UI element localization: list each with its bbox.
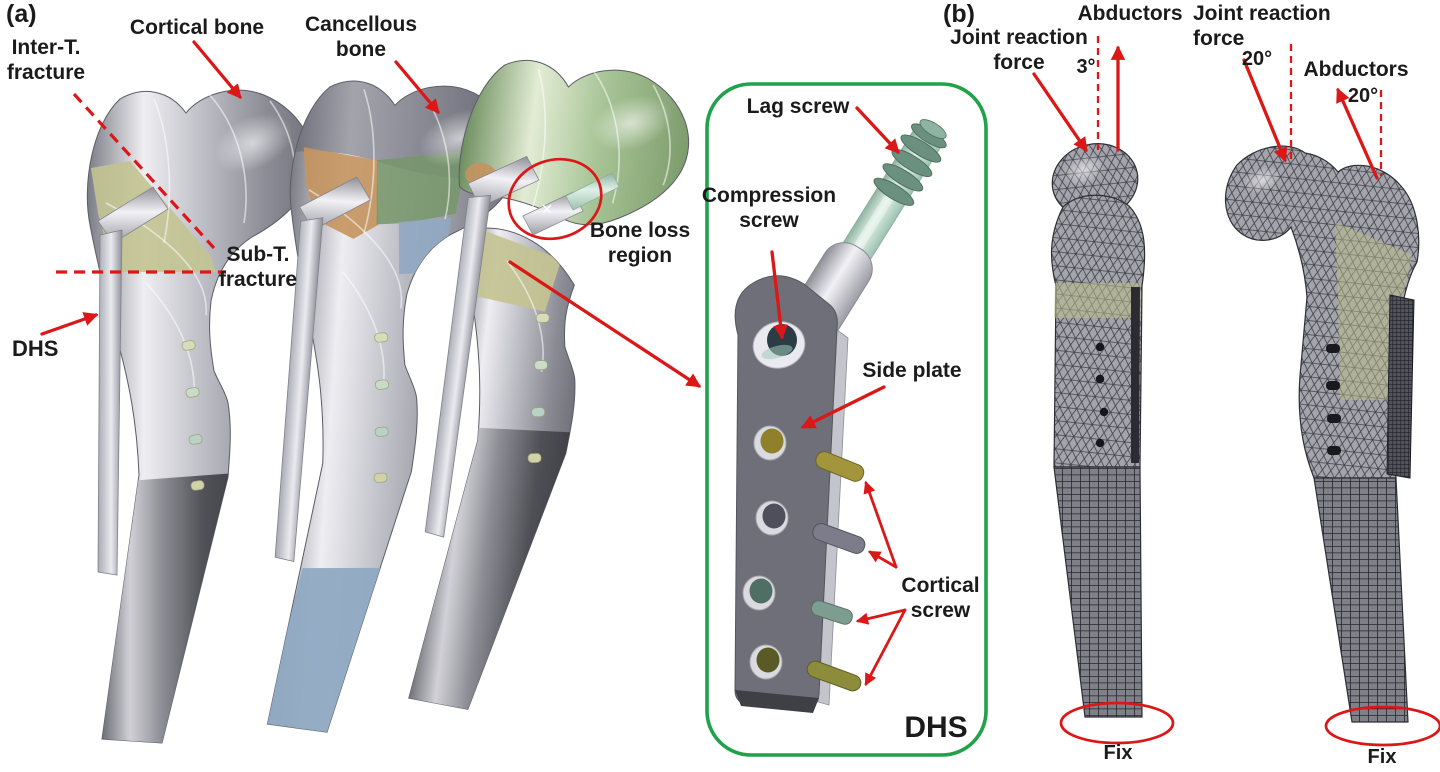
dhs-arrow: [40, 312, 99, 336]
dhs-detail-leader-arrow: [508, 260, 702, 388]
fix-region-ellipse-right: [1324, 705, 1440, 747]
label-compression-screw: Compression screw: [701, 184, 837, 232]
label-bone-loss-region: Bone loss region: [589, 219, 691, 267]
fe-model-full-femur: [1225, 145, 1420, 723]
bone-loss-circle: [507, 157, 603, 241]
label-fix-left: Fix: [1103, 742, 1133, 764]
joint-reaction-force-arrow-left: [1032, 72, 1088, 153]
label-side-plate: Side plate: [862, 359, 962, 382]
dhs-plate-mesh: [1386, 294, 1415, 479]
cortical-screws-drawing: [806, 451, 866, 692]
screw-holes: [1095, 342, 1109, 448]
exposed-lag-screw: [522, 172, 620, 236]
fix-region-ellipse-left: [1059, 701, 1175, 745]
label-abductors-left: Abductors: [1077, 2, 1183, 25]
label-fix-right: Fix: [1367, 746, 1397, 768]
femur-model-intact-dhs: [86, 89, 313, 744]
label-lag-screw: Lag screw: [746, 95, 850, 118]
panel-a-annotations: [40, 40, 702, 388]
label-dhs: DHS: [12, 336, 59, 361]
dhs-detail-annotations: [770, 106, 907, 686]
label-cortical-bone: Cortical bone: [129, 16, 265, 39]
label-jrf-angle-left: 3°: [1076, 56, 1096, 78]
lag-screw-arrow: [855, 106, 900, 154]
label-cortical-screw: Cortical screw: [901, 574, 980, 622]
fe-model-neck-fracture: [1050, 143, 1146, 718]
screw-heads: [1326, 344, 1341, 455]
panel-b-annotations: [1032, 36, 1440, 747]
abductors-arrow-right: [1336, 87, 1379, 180]
label-cancellous-bone: Cancellous bone: [304, 13, 418, 61]
label-joint-reaction-force-right: Joint reaction force: [1193, 2, 1331, 50]
label-jrf-angle-right: 20°: [1241, 48, 1273, 70]
side-plate-drawing: [734, 275, 866, 713]
panel-b-tag: (b): [943, 0, 975, 28]
label-abductors-angle-right: 20°: [1347, 85, 1379, 107]
label-joint-reaction-force-left: Joint reaction force: [950, 26, 1088, 74]
plate-screw-holes: [742, 425, 789, 680]
cortical-screw-arrows: [855, 480, 907, 686]
compression-screw-arrow: [770, 250, 788, 340]
side-plate-arrow: [800, 385, 886, 429]
dhs-detail-box: [705, 82, 988, 757]
panel-a-tag: (a): [6, 0, 37, 28]
plate-edge: [1131, 287, 1140, 463]
dhs-detail-drawing: [734, 106, 947, 713]
cortical-bone-arrow: [192, 40, 242, 100]
label-abductors-right: Abductors: [1303, 58, 1409, 81]
joint-reaction-force-arrow-right: [1242, 58, 1288, 163]
bone-loss-band: [1054, 283, 1141, 318]
dhs-caption: DHS: [904, 711, 968, 744]
cancellous-bone-arrow: [394, 60, 440, 115]
label-sub-t-fracture: Sub-T. fracture: [218, 243, 298, 291]
label-inter-t-fracture: Inter-T. fracture: [6, 36, 86, 84]
